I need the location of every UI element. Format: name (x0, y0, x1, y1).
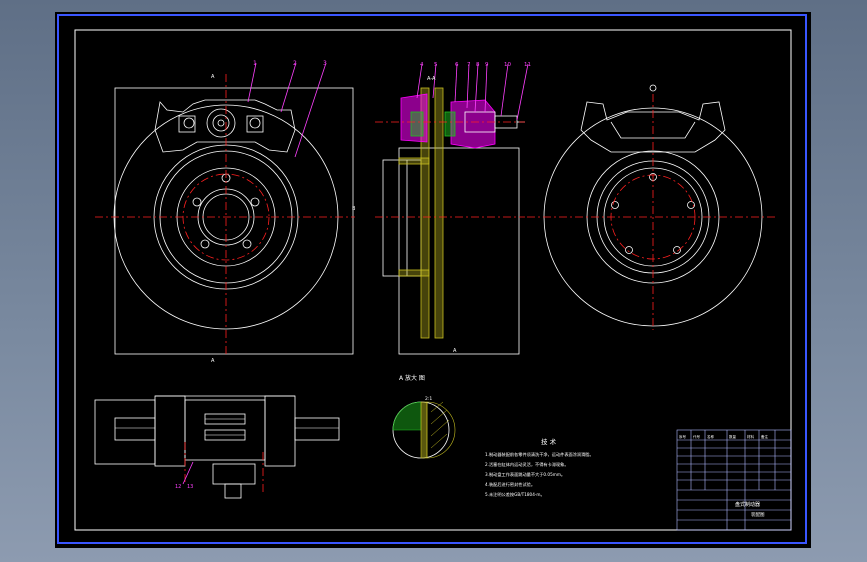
titleblock-col-2: 代号 (693, 434, 701, 439)
top-view (94, 395, 340, 499)
notes-title: 技 术 (541, 437, 557, 446)
note-line-1: 1.制动器装配前各零件须清洗干净，运动件表面涂润滑脂。 (485, 451, 594, 458)
disc-section (398, 87, 444, 339)
detail-scale: 2:1 (425, 396, 432, 402)
sheet-outer-frame (57, 14, 807, 544)
balloon-7: 7 (467, 62, 471, 68)
balloon-12: 12 (175, 484, 181, 490)
balloon-1: 1 (253, 60, 257, 67)
section-mark-bottom: A (211, 358, 215, 364)
titleblock-col-4: 数量 (729, 434, 737, 439)
balloon-6: 6 (455, 62, 459, 68)
piston-section (410, 111, 456, 137)
titleblock-name: 盘式制动器 (735, 501, 760, 508)
titleblock-col-1: 序号 (679, 434, 687, 439)
sheet-inner-frame (74, 29, 792, 531)
title-block (676, 429, 792, 531)
detail-title: A 放大 图 (399, 374, 425, 382)
balloon-10: 10 (504, 62, 511, 68)
brake-assembly-drawing: 1 2 3 A A B 4 5 6 (57, 14, 807, 544)
top-view-hatch (115, 418, 339, 436)
front-leaders (247, 62, 327, 158)
detail-view (392, 401, 456, 459)
titleblock-col-6: 备注 (761, 434, 769, 439)
note-line-3: 3.制动盘工作表面跳动量不大于0.05mm。 (485, 471, 565, 478)
section-mark-top: A (211, 74, 215, 80)
balloon-9: 9 (485, 62, 489, 68)
titleblock-sheet: 装配图 (751, 511, 765, 518)
titleblock-col-5: 材料 (747, 434, 755, 439)
balloon-3: 3 (323, 60, 327, 67)
balloon-5: 5 (434, 62, 438, 68)
top-view-centerline (184, 442, 264, 492)
balloon-4: 4 (420, 62, 424, 68)
cad-viewport[interactable]: 1 2 3 A A B 4 5 6 (55, 12, 811, 548)
balloon-8: 8 (476, 62, 480, 68)
section-label-bottom: A (453, 348, 457, 354)
balloon-13: 13 (187, 484, 193, 490)
section-centerline (375, 121, 525, 218)
section-leaders (416, 63, 529, 121)
titleblock-col-3: 名称 (707, 434, 715, 439)
bottom-leader (182, 461, 194, 485)
note-line-4: 4.装配后进行密封性试验。 (485, 481, 535, 488)
note-line-2: 2.活塞在缸体内运动灵活，不得有卡滞现象。 (485, 461, 569, 468)
rear-view-centerlines (527, 94, 777, 330)
scale-mark: B (352, 206, 356, 212)
front-view (113, 87, 354, 355)
balloon-11: 11 (524, 62, 531, 68)
section-label-top: A-A (427, 76, 436, 82)
note-line-5: 5.未注明公差按GB/T1804-m。 (485, 491, 545, 498)
section-view (382, 147, 520, 355)
front-view-centerlines (95, 74, 355, 357)
balloon-2: 2 (293, 60, 297, 67)
